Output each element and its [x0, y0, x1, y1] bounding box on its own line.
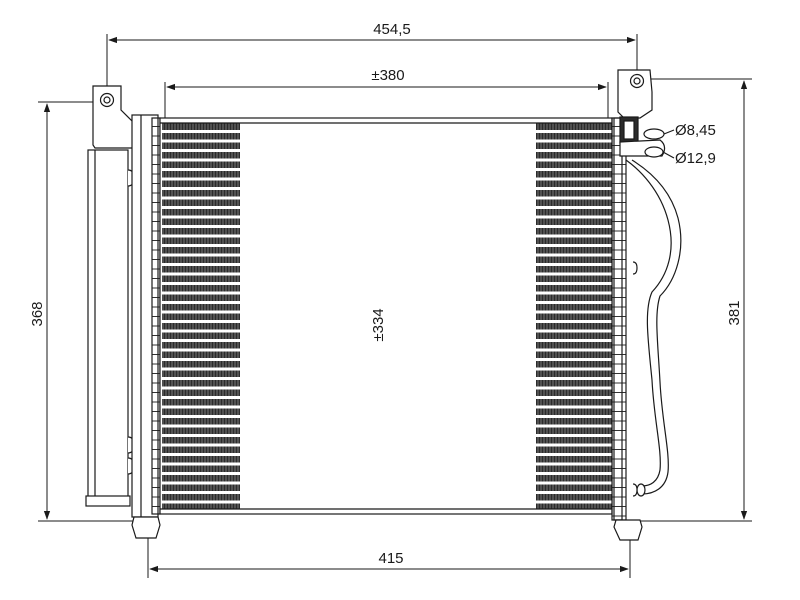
right-fin-block [536, 123, 612, 509]
right-height-label: 381 [726, 300, 743, 325]
overall-width-label: 454,5 [373, 21, 411, 38]
pipe-diameter-large-label: Ø12,9 [675, 150, 716, 167]
condenser-core [159, 117, 613, 515]
right-mounting-bracket [617, 69, 653, 119]
refrigerant-pipe [625, 159, 682, 497]
receiver-drier [85, 149, 145, 507]
bottom-width-label: 415 [378, 550, 403, 567]
extension-lines [38, 34, 752, 578]
core-width-label: ±380 [371, 67, 404, 84]
right-header-tank [611, 117, 643, 541]
pipe-diameter-small-label: Ø8,45 [675, 122, 716, 139]
left-header-tank [131, 114, 161, 539]
left-height-label: 368 [29, 301, 46, 326]
core-height-label: ±334 [370, 308, 387, 341]
pipe-connection-block [619, 116, 675, 159]
left-fin-block [162, 123, 240, 509]
left-mounting-bracket [92, 85, 134, 149]
